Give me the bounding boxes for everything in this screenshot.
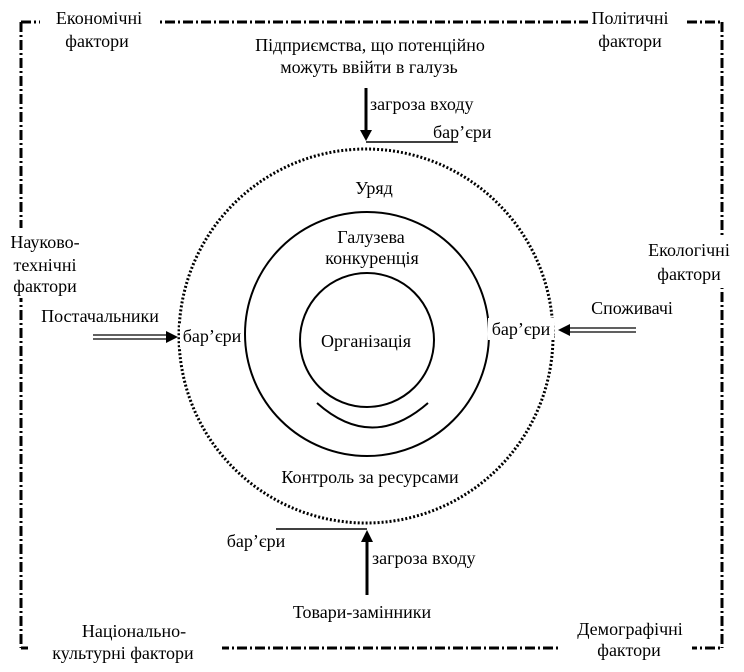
potential-entrants-line1: Підприємства, що потенційно [255,35,485,55]
national-factors-line1: Національно- [82,621,186,641]
organization-label: Організація [321,331,411,351]
bottom-entry-arrow [276,528,373,595]
ecological-factors-line2: фактори [657,264,721,284]
economic-factors-label: Економічні фактори [40,6,158,62]
potential-entrants-label: Підприємства, що потенційно можуть ввійт… [228,30,512,80]
barriers-left: бар’єри [183,326,242,346]
political-factors-label: Політичні фактори [588,6,686,62]
industry-competition-line2: конкуренція [325,248,419,268]
entry-threat-top: загроза входу [370,94,474,114]
barriers-right: бар’єри [492,319,551,339]
political-factors-line2: фактори [598,31,662,51]
consumers-label: Споживачі [591,298,673,318]
entry-threat-bottom: загроза входу [372,548,476,568]
resource-control-arc [316,402,429,429]
barriers-top: бар’єри [433,122,492,142]
national-cultural-factors-label: Національно- культурні фактори [28,617,222,669]
resource-control-label: Контроль за ресурсами [281,467,459,487]
consumers-arrow [558,324,636,336]
substitutes-label: Товари-замінники [293,602,432,622]
potential-entrants-line2: можуть ввійти в галузь [280,57,457,77]
government-label: Уряд [355,178,393,198]
national-factors-line2: культурні фактори [52,643,194,663]
industry-competition-line1: Галузева [337,227,404,247]
barriers-right-label: бар’єри [488,318,554,340]
scientific-technical-factors-label: Науково- технічні фактори [0,228,96,298]
barriers-left-label: бар’єри [180,325,244,347]
demographic-factors-line1: Демографічні [577,619,683,639]
scientific-factors-line1: Науково- [10,232,79,252]
economic-factors-line2: фактори [65,31,129,51]
organization-circle [299,272,435,408]
political-factors-line1: Політичні [592,8,669,28]
scientific-factors-line3: фактори [13,276,77,296]
demographic-factors-label: Демографічні фактори [558,615,692,667]
scientific-factors-line2: технічні [14,255,77,275]
suppliers-arrow [93,331,178,343]
top-entry-arrow [360,88,458,143]
demographic-factors-line2: фактори [597,640,661,660]
ecological-factors-label: Екологічні фактори [634,236,744,288]
suppliers-label: Постачальники [41,306,159,326]
barriers-bottom: бар’єри [227,531,286,551]
economic-factors-line1: Економічні [56,8,142,28]
ecological-factors-line1: Екологічні [648,240,730,260]
